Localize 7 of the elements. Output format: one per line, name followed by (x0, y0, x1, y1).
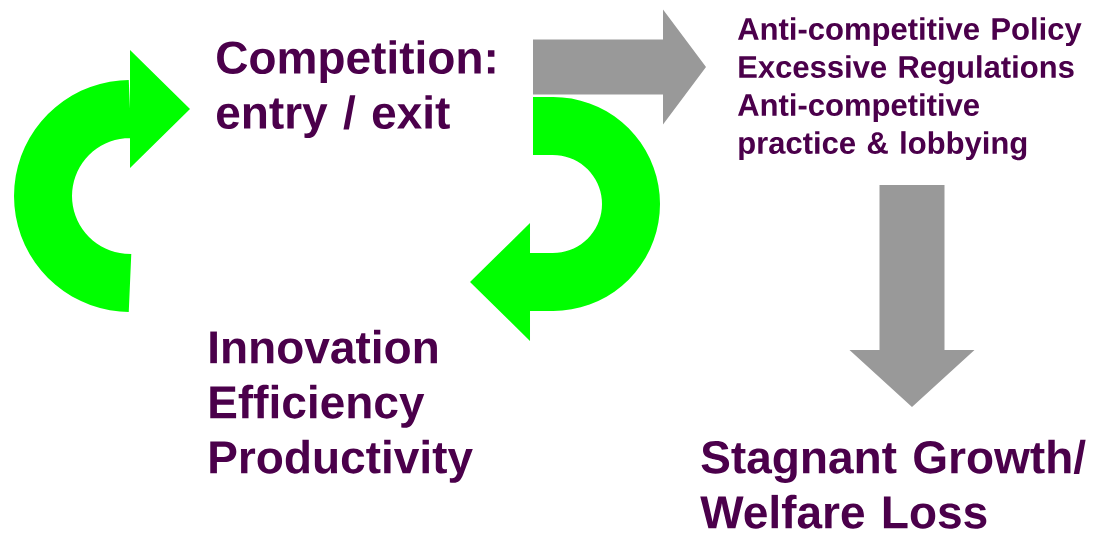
label-text: Stagnant Growth/ Welfare Loss (700, 439, 1086, 529)
block-arrow (533, 9, 706, 125)
block-arrow (849, 185, 975, 407)
label-text: Anti-competitive Policy Excessive Regulations Anti-competitive practice & lobbying (737, 17, 1082, 161)
label-text: Competition: entry / exit (217, 40, 495, 139)
label-text: Innovation Efficiency Productivity (210, 329, 473, 483)
block-arrow (470, 97, 660, 341)
